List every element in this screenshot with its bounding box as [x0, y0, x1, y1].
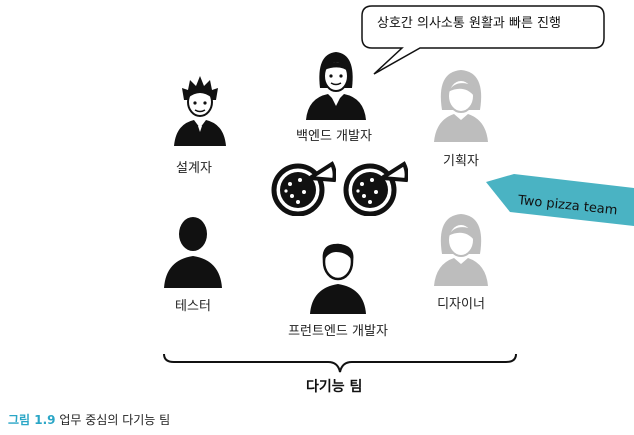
figure-caption-text: 업무 중심의 다기능 팀 — [59, 413, 171, 427]
tester-label: 테스터 — [175, 299, 211, 314]
backend-developer-icon — [306, 52, 366, 120]
speech-bubble — [361, 5, 605, 75]
architect-icon — [174, 76, 226, 146]
frontend-developer-icon — [310, 243, 366, 314]
pizza-icon-2 — [343, 161, 408, 216]
architect-label: 설계자 — [176, 161, 212, 176]
team-label: 다기능 팀 — [306, 379, 363, 395]
two-pizza-team-tag — [486, 174, 634, 226]
backend-developer-label: 백엔드 개발자 — [296, 129, 372, 144]
planner-icon — [434, 70, 488, 142]
figure-number: 그림 1.9 — [8, 413, 56, 427]
frontend-developer-label: 프런트엔드 개발자 — [288, 324, 388, 339]
team-brace — [163, 353, 517, 373]
pizza-icon — [271, 161, 336, 216]
designer-label: 디자이너 — [437, 297, 485, 312]
planner-label: 기획자 — [443, 154, 479, 169]
designer-icon — [434, 214, 488, 286]
speech-bubble-text: 상호간 의사소통 원활과 빠른 진행 — [377, 16, 561, 31]
tester-icon — [164, 217, 222, 288]
figure-caption: 그림 1.9 업무 중심의 다기능 팀 — [8, 411, 170, 428]
